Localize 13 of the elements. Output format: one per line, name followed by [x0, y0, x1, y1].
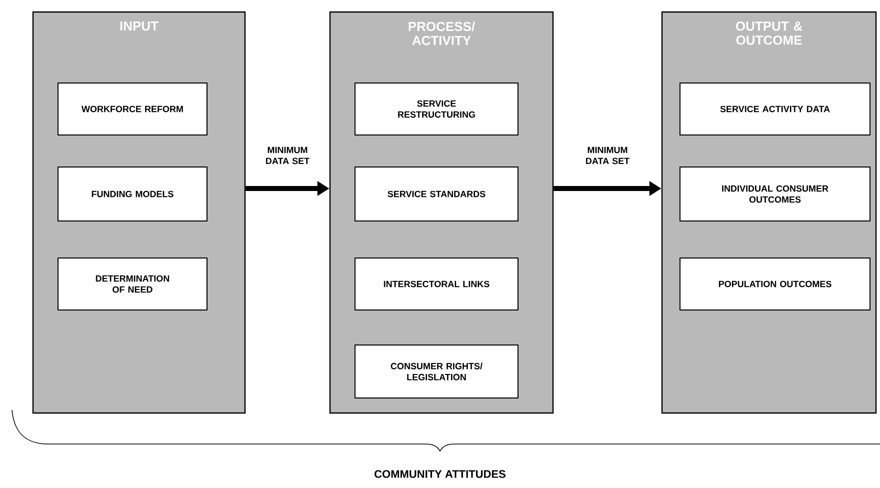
text-box: WORKFORCE REFORM — [58, 82, 208, 136]
text-box: POPULATION OUTCOMES — [680, 258, 870, 310]
text-box: SERVICE ACTIVITY DATA — [680, 82, 870, 136]
text-box: SERVICE STANDARDS — [354, 166, 518, 222]
text-box: INTERSECTORAL LINKS — [354, 258, 518, 310]
text-box: CONSUMER RIGHTS/ LEGISLATION — [354, 344, 518, 398]
edge-label: MINIMUM DATA SET — [586, 146, 630, 164]
text-box: FUNDING MODELS — [58, 166, 208, 222]
text-box: DETERMINATION OF NEED — [58, 258, 208, 310]
edge-label: MINIMUM DATA SET — [266, 146, 310, 164]
brace-label: COMMUNITY ATTITUDES — [374, 470, 506, 478]
text-box: SERVICE RESTRUCTURING — [354, 82, 518, 136]
text-box: INDIVIDUAL CONSUMER OUTCOMES — [680, 166, 870, 222]
